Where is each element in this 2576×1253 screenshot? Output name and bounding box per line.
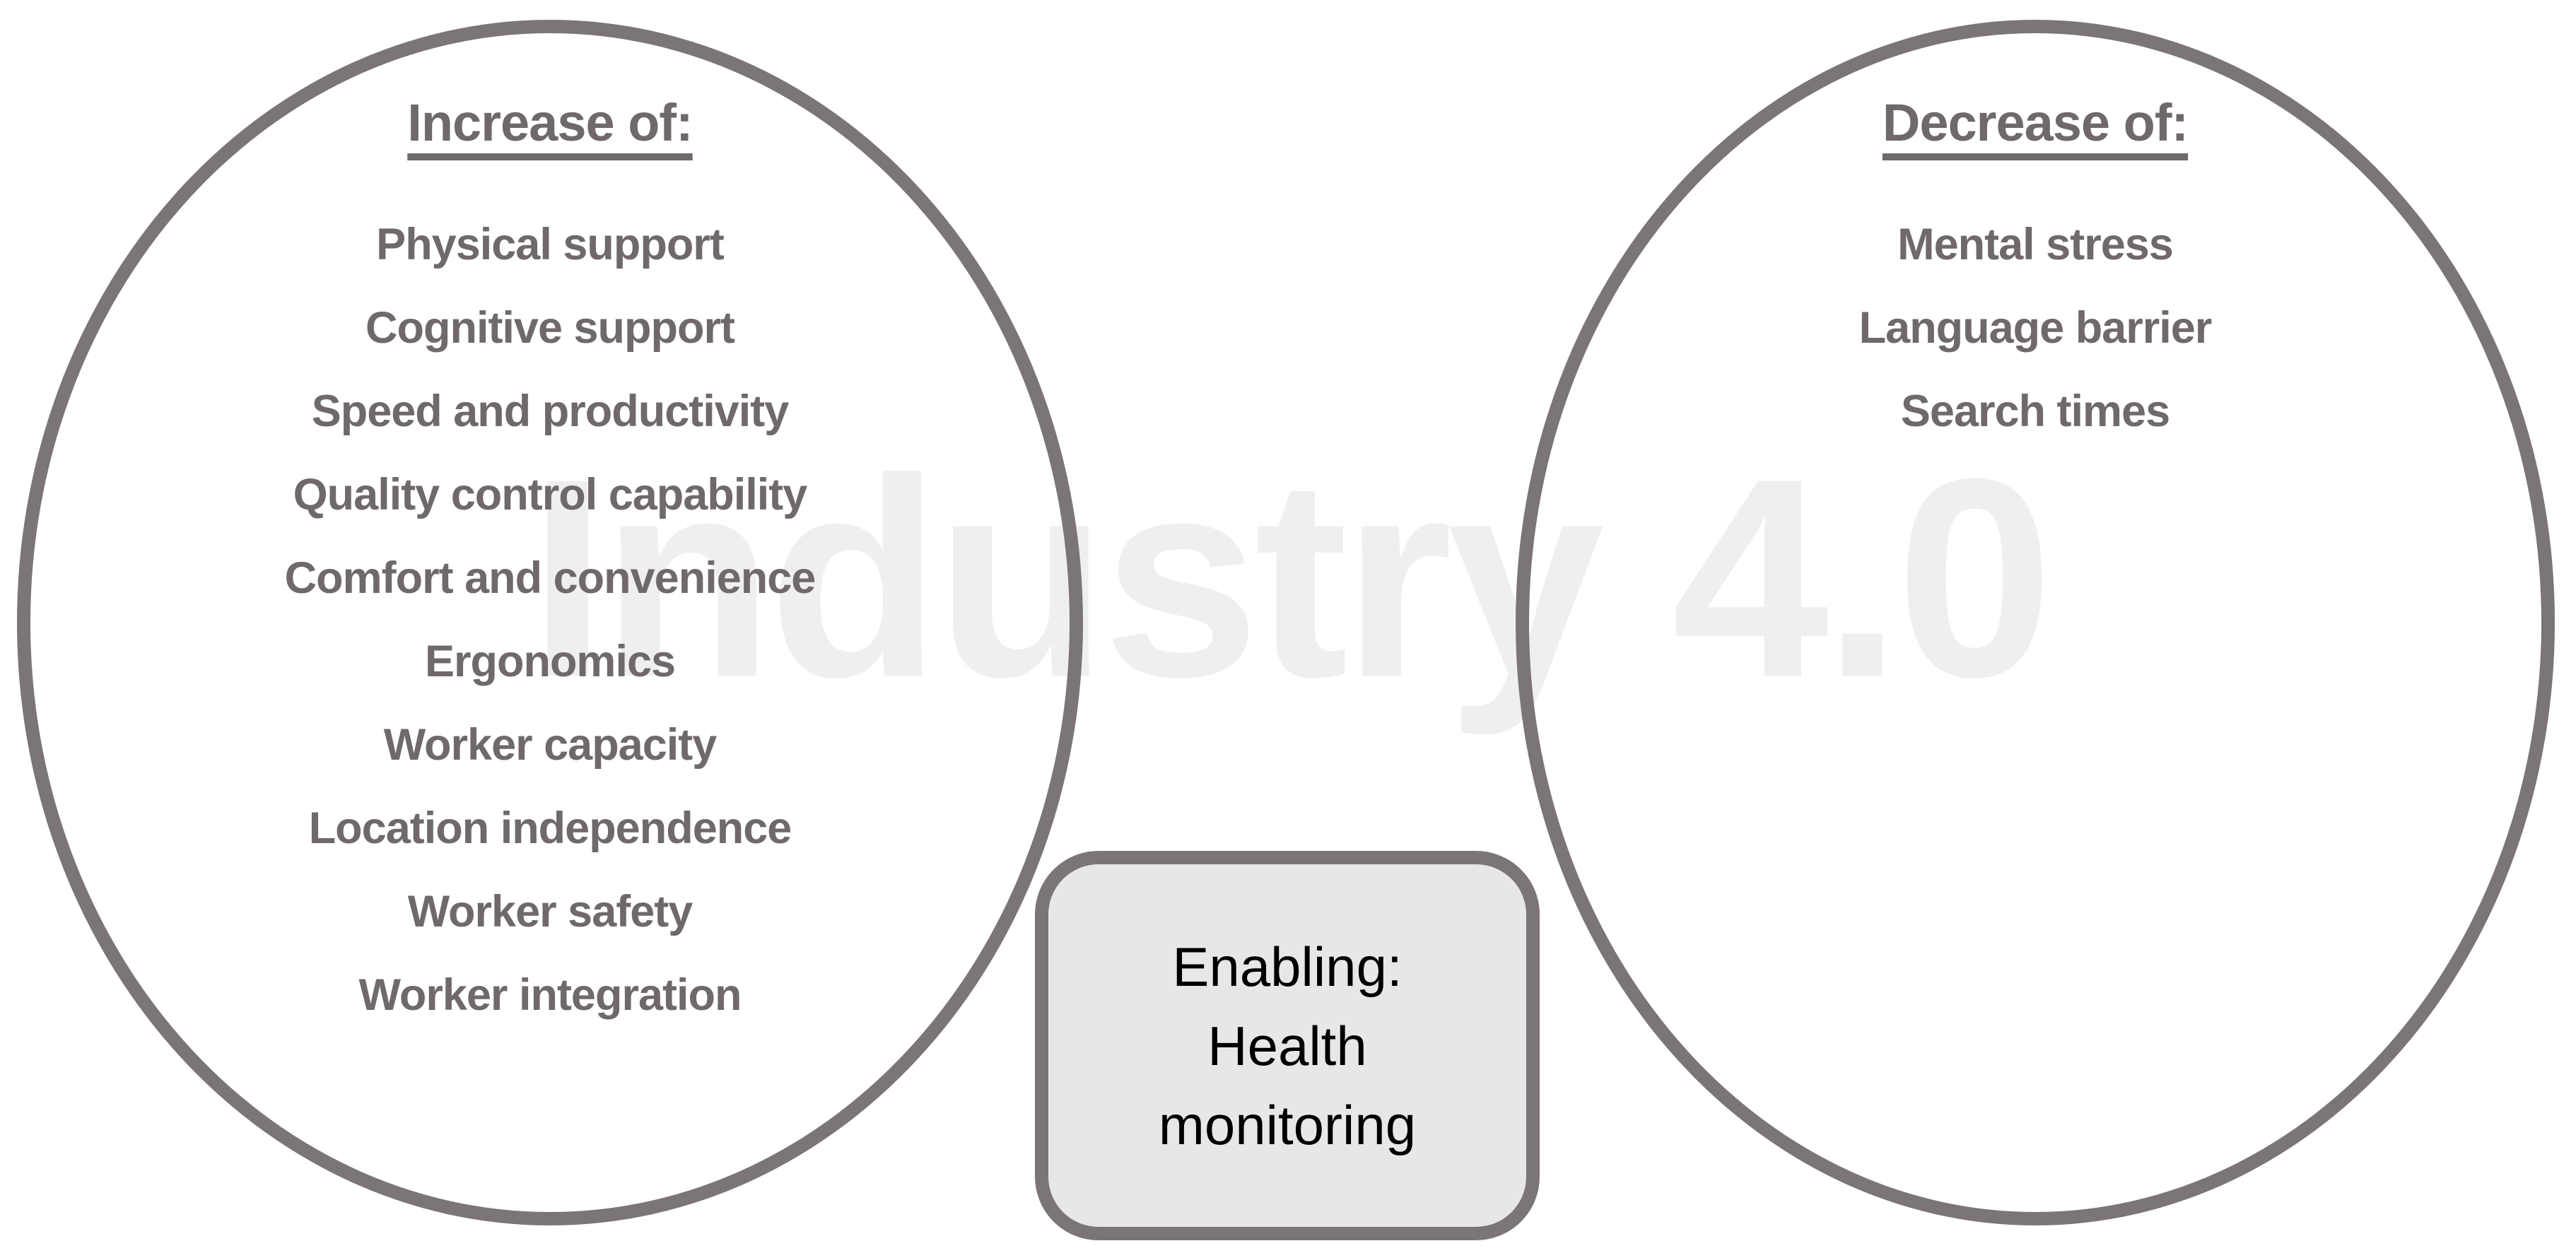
list-item: Language barrier	[1858, 303, 2213, 353]
increase-title: Increase of:	[407, 93, 693, 152]
list-item: Quality control capability	[293, 470, 808, 519]
enabling-box: Enabling: Health monitoring	[1035, 851, 1540, 1240]
list-item: Cognitive support	[365, 303, 735, 353]
enabling-box-text: Enabling: Health monitoring	[1159, 927, 1416, 1165]
list-item: Search times	[1900, 387, 2170, 436]
list-item: Physical support	[376, 220, 725, 269]
list-item: Speed and productivity	[311, 387, 790, 436]
list-item: Location independence	[308, 804, 792, 853]
list-item: Worker capacity	[383, 720, 718, 770]
list-item: Worker integration	[358, 970, 742, 1020]
list-item: Health	[1207, 1014, 1367, 1077]
list-item: monitoring	[1158, 1093, 1417, 1156]
decrease-title: Decrease of:	[1882, 93, 2189, 152]
list-item: Worker safety	[407, 887, 693, 936]
list-item: Ergonomics	[424, 637, 676, 686]
list-item: Comfort and convenience	[284, 553, 816, 603]
list-item: Mental stress	[1897, 220, 2174, 269]
list-item: Enabling:	[1172, 935, 1403, 998]
